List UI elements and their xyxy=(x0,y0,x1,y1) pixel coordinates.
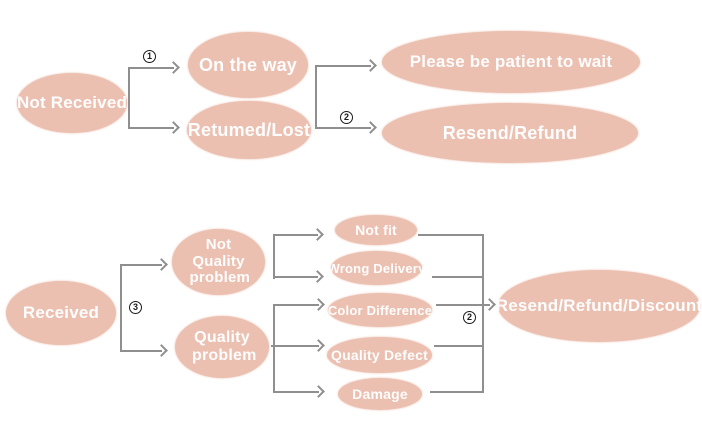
node-label: Received xyxy=(22,303,100,322)
node-label: Color Difference xyxy=(327,302,433,318)
arrowhead-right-icon xyxy=(311,270,324,283)
node-label: Not Quality problem xyxy=(189,235,251,287)
node-damage: Damage xyxy=(338,378,422,410)
connector-line xyxy=(128,127,174,129)
step-badge-1: 1 xyxy=(143,50,156,63)
connector-line xyxy=(120,350,162,352)
arrowhead-right-icon xyxy=(155,258,168,271)
node-not-received: Not Received xyxy=(17,73,127,133)
connector-line xyxy=(128,67,174,69)
arrowhead-right-icon xyxy=(311,228,324,241)
node-label: Damage xyxy=(352,386,408,402)
node-label: Not Received xyxy=(16,93,128,112)
connector-line xyxy=(273,304,275,393)
connector-line xyxy=(120,264,162,266)
step-badge-2: 2 xyxy=(463,311,476,324)
node-label: Quality Defect xyxy=(331,347,428,363)
node-label: Quality problem xyxy=(192,328,257,364)
connector-line xyxy=(273,304,319,306)
node-label: Resend/Refund xyxy=(442,122,578,143)
node-please-be-patient: Please be patient to wait xyxy=(382,31,640,93)
arrowhead-right-icon xyxy=(312,298,325,311)
connector-line xyxy=(430,391,484,393)
arrowhead-right-icon xyxy=(483,298,496,311)
step-badge-2: 2 xyxy=(340,111,353,124)
node-label: Retumed/Lost xyxy=(187,119,311,140)
connector-line xyxy=(482,304,490,306)
arrowhead-right-icon xyxy=(364,121,377,134)
node-label: Please be patient to wait xyxy=(409,52,613,71)
node-resend-refund: Resend/Refund xyxy=(382,103,638,163)
connector-line xyxy=(273,234,318,236)
node-quality-problem: Quality problem xyxy=(175,316,269,378)
node-on-the-way: On the way xyxy=(188,32,308,98)
node-label: On the way xyxy=(198,54,298,75)
connector-line xyxy=(120,264,122,352)
node-received: Received xyxy=(6,281,116,345)
connector-line xyxy=(418,234,484,236)
connector-line xyxy=(432,276,484,278)
arrowhead-right-icon xyxy=(312,339,325,352)
node-wrong-delivery: Wrong Delivery xyxy=(328,251,425,285)
connector-line xyxy=(315,65,317,129)
node-quality-defect: Quality Defect xyxy=(327,337,432,373)
connector-line xyxy=(128,67,130,129)
node-not-quality-problem: Not Quality problem xyxy=(172,229,265,295)
node-color-difference: Color Difference xyxy=(328,293,432,327)
node-returned-lost: Retumed/Lost xyxy=(187,101,311,159)
node-not-fit: Not fit xyxy=(335,215,417,245)
connector-line xyxy=(434,345,484,347)
arrowhead-right-icon xyxy=(155,344,168,357)
step-badge-3: 3 xyxy=(129,301,142,314)
connector-line xyxy=(436,304,484,306)
arrowhead-right-icon xyxy=(312,385,325,398)
node-label: Wrong Delivery xyxy=(327,260,426,276)
connector-line xyxy=(482,234,484,393)
arrowhead-right-icon xyxy=(167,121,180,134)
connector-line xyxy=(315,65,371,67)
arrowhead-right-icon xyxy=(364,59,377,72)
connector-line xyxy=(271,345,319,347)
connector-line xyxy=(273,276,318,278)
connector-line xyxy=(273,391,319,393)
node-label: Not fit xyxy=(355,222,397,238)
connector-line xyxy=(315,127,371,129)
node-resend-refund-discount: Resend/Refund/Discount xyxy=(495,270,702,342)
connector-line xyxy=(273,234,275,279)
arrowhead-right-icon xyxy=(167,61,180,74)
node-label: Resend/Refund/Discount xyxy=(495,296,702,315)
